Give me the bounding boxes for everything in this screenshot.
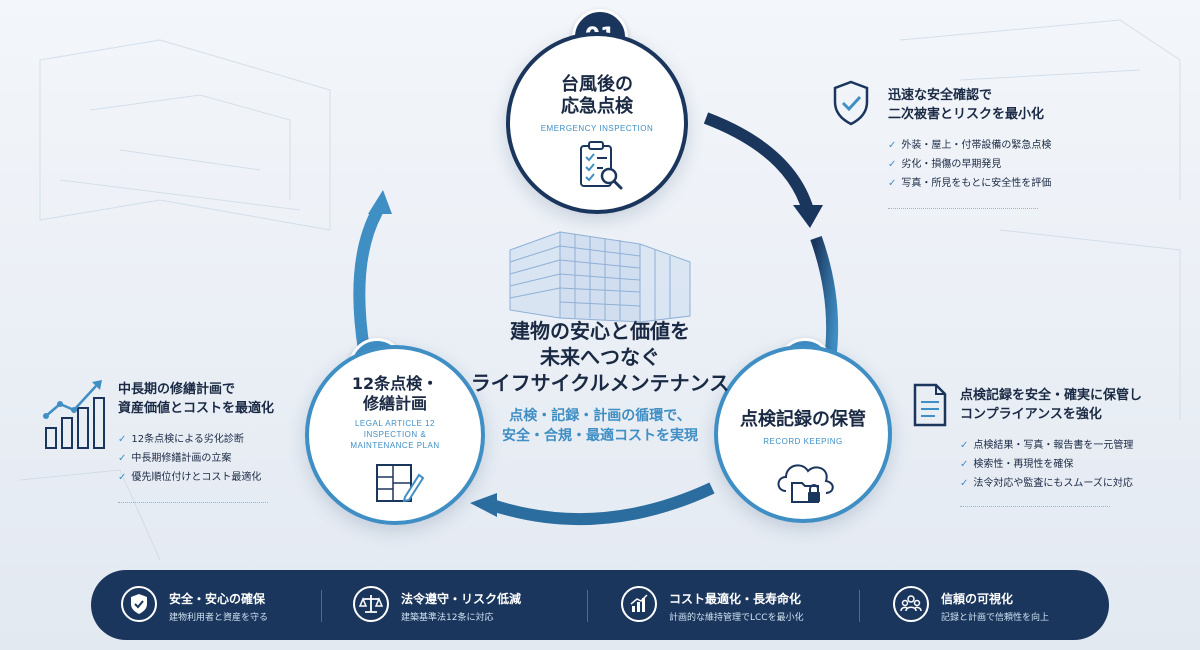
check-icon: ✓ (960, 440, 969, 451)
info-left-heading1: 中長期の修繕計画で (118, 382, 236, 397)
list-item: ✓法令対応や監査にもスムーズに対応 (960, 478, 1133, 489)
shield-check-icon (121, 586, 157, 622)
step-1-subtitle: EMERGENCY INSPECTION (540, 124, 654, 133)
info-right-bottom-heading2: コンプライアンスを強化 (960, 407, 1102, 422)
clipboard-search-icon (580, 141, 623, 190)
divider-line (960, 506, 1110, 508)
feature-divider (587, 590, 588, 622)
feature-title: 安全・安心の確保 (169, 592, 266, 606)
building-icon (509, 231, 691, 323)
arrow-3-to-1 (368, 190, 392, 214)
step-1-title-line1: 台風後の (561, 74, 633, 95)
center-sub-line1: 点検・記録・計画の循環で、 (509, 408, 691, 424)
cloud-folder-lock-icon (777, 464, 834, 503)
info-left: 中長期の修繕計画で 資産価値とコストを最適化 ✓12条点検による劣化診断 ✓中長… (118, 380, 274, 487)
check-icon: ✓ (960, 478, 969, 489)
step-3-subtitle-line3: MAINTENANCE PLAN (350, 441, 440, 450)
step-1-circle: 台風後の 応急点検 EMERGENCY INSPECTION (506, 32, 688, 214)
info-right-top-heading1: 迅速な安全確認で (888, 88, 993, 103)
arrow-2-to-3 (470, 493, 497, 517)
arc-3-to-1 (353, 207, 384, 351)
step-3-subtitle-line1: LEGAL ARTICLE 12 (354, 419, 436, 428)
step-1-title-line2: 応急点検 (561, 96, 633, 117)
list-item: ✓外装・屋上・付帯設備の緊急点検 (888, 140, 1052, 151)
list-item: ✓12条点検による劣化診断 (118, 434, 244, 445)
center-message: 建物の安心と価値を 未来へつなぐ ライフサイクルメンテナンス 点検・記録・計画の… (470, 318, 730, 446)
arc-1-to-2 (703, 112, 814, 212)
list-item: ✓中長期修繕計画の立案 (118, 453, 232, 464)
check-icon: ✓ (888, 159, 897, 170)
info-right-bottom: 点検記録を安全・確実に保管し コンプライアンスを強化 ✓点検結果・写真・報告書を… (960, 386, 1142, 493)
check-icon: ✓ (118, 453, 127, 464)
feature-desc: 建築基準法12条に対応 (401, 613, 494, 623)
center-line3: ライフサイクルメンテナンス (470, 371, 730, 395)
bar-chart-icon (621, 586, 657, 622)
feature-divider (859, 590, 860, 622)
center-sub-line2: 安全・合規・最適コストを実現 (502, 428, 698, 444)
check-icon: ✓ (118, 434, 127, 445)
people-icon (893, 586, 929, 622)
check-icon: ✓ (888, 178, 897, 189)
step-2-subtitle: RECORD KEEPING (763, 437, 843, 446)
check-icon: ✓ (118, 472, 127, 483)
step-3-subtitle-line2: INSPECTION & (363, 430, 427, 439)
feature-desc: 記録と計画で信頼性を向上 (941, 613, 1050, 623)
scales-icon (353, 586, 389, 622)
list-item: ✓検索性・再現性を確保 (960, 459, 1074, 470)
step-3-title-line2: 修繕計画 (362, 394, 427, 413)
feature-title: コスト最適化・長寿命化 (669, 592, 802, 606)
center-line2: 未来へつなぐ (540, 345, 660, 369)
bottom-feature-bar: 安全・安心の確保 建物利用者と資産を守る 法令遵守・リスク低減 建築基準法12条… (91, 570, 1109, 640)
info-right-top-heading2: 二次被害とリスクを最小化 (888, 107, 1045, 122)
step-3-circle: 12条点検・ 修繕計画 LEGAL ARTICLE 12 INSPECTION … (305, 345, 485, 525)
list-item: ✓写真・所見をもとに安全性を評価 (888, 178, 1052, 189)
list-item: ✓劣化・損傷の早期発見 (888, 159, 1002, 170)
arrow-1-to-2 (793, 205, 823, 228)
info-right-bottom-heading1: 点検記録を安全・確実に保管し (960, 388, 1143, 403)
arc-2-right (810, 235, 839, 361)
feature-divider (321, 590, 322, 622)
center-line1: 建物の安心と価値を (510, 319, 690, 343)
shield-check-icon (833, 80, 869, 126)
divider-line (888, 208, 1038, 210)
arc-2-to-3 (490, 482, 715, 526)
list-item: ✓優先順位付けとコスト最適化 (118, 472, 262, 483)
step-2-title: 点検記録の保管 (740, 409, 866, 430)
step-3-title-line1: 12条点検・ (351, 374, 439, 393)
feature-desc: 建物利用者と資産を守る (169, 613, 269, 623)
feature-title: 信頼の可視化 (941, 592, 1014, 606)
feature-title: 法令遵守・リスク低減 (401, 592, 522, 606)
info-left-heading2: 資産価値とコストを最適化 (118, 401, 275, 416)
blueprint-pencil-icon (376, 464, 425, 503)
list-item: ✓点検結果・写真・報告書を一元管理 (960, 440, 1134, 451)
feature-desc: 計画的な維持管理でLCCを最小化 (669, 613, 804, 623)
check-icon: ✓ (960, 459, 969, 470)
divider-line (118, 502, 268, 504)
step-2-circle: 点検記録の保管 RECORD KEEPING (714, 345, 892, 523)
growth-chart-icon (43, 380, 105, 449)
document-icon (913, 383, 947, 427)
info-right-top: 迅速な安全確認で 二次被害とリスクを最小化 ✓外装・屋上・付帯設備の緊急点検 ✓… (888, 86, 1051, 193)
check-icon: ✓ (888, 140, 897, 151)
